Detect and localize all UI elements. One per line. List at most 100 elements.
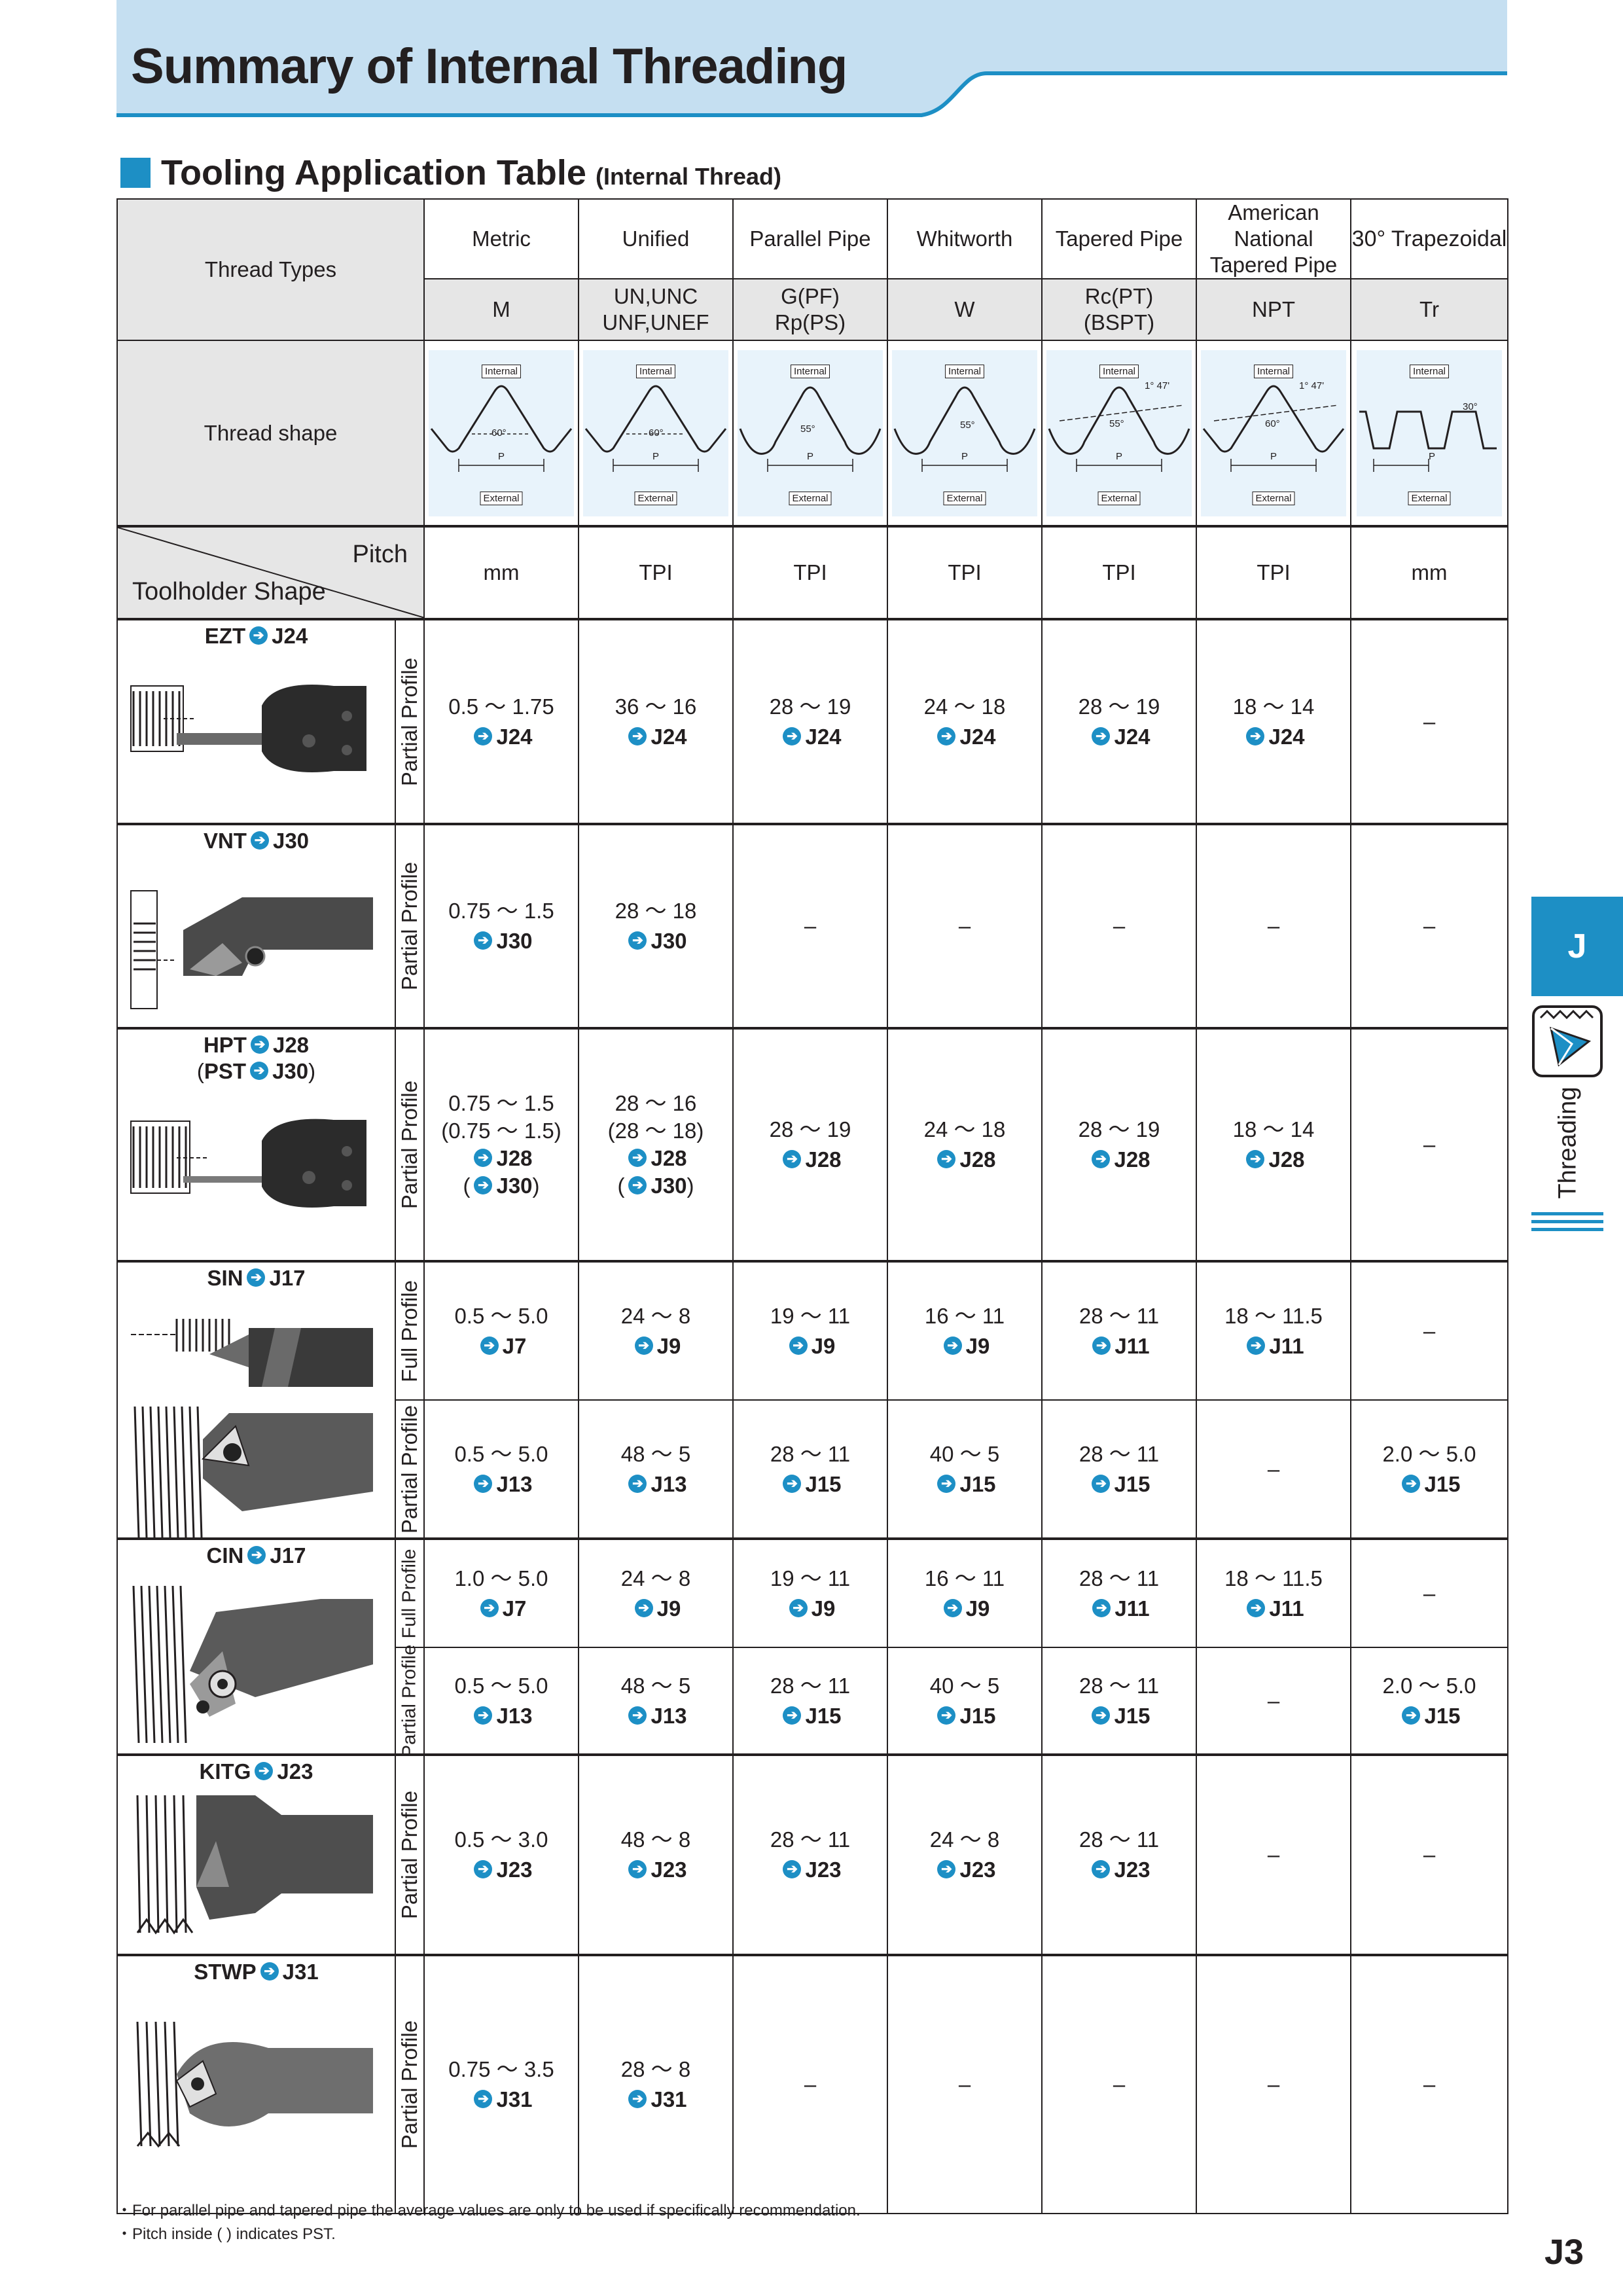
table-cell: 0.5 ～ 5.0➔J13 xyxy=(423,1647,579,1755)
arrow-right-icon: ➔ xyxy=(634,1598,653,1617)
arrow-right-icon: ➔ xyxy=(1092,1336,1111,1355)
table-cell: 28 ～ 19➔J28 xyxy=(732,1027,888,1262)
unit-unified: TPI xyxy=(578,525,734,620)
page-ref: ➔J11 xyxy=(1043,1594,1196,1624)
arrow-right-icon: ➔ xyxy=(1092,1860,1111,1879)
table-cell: 36 ～ 16➔J24 xyxy=(578,618,734,825)
arrow-right-icon: ➔ xyxy=(628,931,647,950)
toolholder-label: Toolholder Shape xyxy=(132,578,326,605)
table-cell: 28 ～ 11 ➔J11 xyxy=(1041,1537,1197,1648)
tool-name: STWP xyxy=(194,1960,257,1984)
table-cell: 28 ～ 8➔J31 xyxy=(578,1954,734,2214)
pitch-range: 28 ～ 11 xyxy=(1079,1566,1160,1590)
arrow-right-icon: ➔ xyxy=(480,1336,499,1355)
page-ref: ➔J24 xyxy=(1197,722,1350,752)
page-ref: ➔J23 xyxy=(1043,1855,1196,1885)
ref-text: J23 xyxy=(496,1857,533,1882)
ref-text: J13 xyxy=(651,1471,687,1496)
table-cell: 0.5 ～ 5.0➔J13 xyxy=(423,1399,579,1539)
table-cell: 28 ～ 11➔J23 xyxy=(732,1753,888,1956)
pitch-range: 28 ～ 11 xyxy=(770,1673,851,1698)
ref-text: J31 xyxy=(496,2087,533,2111)
toolholder-image xyxy=(136,2021,373,2148)
tool-name: CIN xyxy=(206,1543,244,1568)
table-cell: 28 ～ 19➔J24 xyxy=(732,618,888,825)
page-ref: ➔J7 xyxy=(425,1331,578,1361)
col-name-whitworth: Whitworth xyxy=(887,198,1043,279)
thread-angle: 60° xyxy=(649,427,664,439)
table-cell-empty: – xyxy=(1350,1027,1508,1262)
tool-name: HPT xyxy=(203,1033,247,1057)
profile-label: Partial Profile xyxy=(395,1954,425,2214)
col-name-american-national-line1: American National xyxy=(1228,200,1319,251)
page-ref: ➔J28 xyxy=(579,1145,732,1172)
tool-name: SIN xyxy=(207,1266,243,1290)
table-cell: 28 ～ 11➔J15 xyxy=(732,1399,888,1539)
pitch-range: 48 ～ 5 xyxy=(620,1441,691,1466)
table-cell: 28 ～ 18➔J30 xyxy=(578,823,734,1029)
table-cell: 28 ～ 19➔J28 xyxy=(1041,1027,1197,1262)
page-ref: ➔J24 xyxy=(888,722,1041,752)
profile-label: Full Profile xyxy=(395,1260,425,1401)
side-rule xyxy=(1531,1220,1603,1223)
arrow-right-icon: ➔ xyxy=(783,1706,802,1725)
pitch-range: 0.75 ～ 3.5 xyxy=(448,2057,554,2081)
table-cell: 18 ～ 11.5➔J11 xyxy=(1196,1260,1351,1401)
toolholder-image xyxy=(130,1119,366,1208)
page-ref: ➔J13 xyxy=(579,1469,732,1499)
tool-ref: J28 xyxy=(272,1033,310,1057)
pitch-range: 0.5 ～ 1.75 xyxy=(448,694,554,719)
pitch-range: 18 ～ 14 xyxy=(1232,1117,1315,1141)
ref-text: J24 xyxy=(496,724,533,749)
ref-text: J11 xyxy=(1269,1596,1304,1621)
arrow-right-icon: ➔ xyxy=(1246,1150,1265,1169)
page-ref-alt: (➔J30) xyxy=(463,1174,540,1198)
ref-text: J9 xyxy=(656,1333,681,1358)
arrow-right-icon: ➔ xyxy=(247,1268,266,1287)
ref-text: J31 xyxy=(651,2087,687,2111)
page-ref: ➔J23 xyxy=(425,1855,578,1885)
arrow-right-icon: ➔ xyxy=(634,1336,653,1355)
tool-alt-ref: J30 xyxy=(272,1059,309,1083)
table-cell-empty: – xyxy=(887,1954,1043,2214)
section-subtitle: (Internal Thread) xyxy=(595,163,781,190)
table-cell: 16 ～ 11➔J9 xyxy=(887,1260,1043,1401)
tool-alt-name: PST xyxy=(204,1059,247,1083)
ref-text: J28 xyxy=(496,1146,533,1170)
toolholder-image xyxy=(136,1795,373,1935)
arrow-right-icon: ➔ xyxy=(783,1150,802,1169)
ref-text: J24 xyxy=(1268,724,1305,749)
arrow-right-icon: ➔ xyxy=(1246,726,1265,745)
pitch-range: 0.5 ～ 5.0 xyxy=(454,1441,548,1466)
tool-ref: J24 xyxy=(272,624,308,648)
arrow-right-icon: ➔ xyxy=(783,1860,802,1879)
arrow-right-icon: ➔ xyxy=(1402,1474,1421,1493)
table-row: CIN➔J17 Full Profile 1.0 ～ 5.0➔J7 24 ～ 8… xyxy=(116,1537,1508,1755)
ref-text: J13 xyxy=(496,1471,533,1496)
ref-text: J30 xyxy=(496,1174,533,1198)
taper-angle: 1° 47' xyxy=(1299,380,1325,391)
col-name-american-national-line2: Tapered Pipe xyxy=(1209,253,1338,277)
table-cell: 0.5 ～ 5.0➔J7 xyxy=(423,1260,579,1401)
table-cell-empty: – xyxy=(1350,823,1508,1029)
page-ref: ➔J13 xyxy=(425,1701,578,1731)
tooling-application-table: Thread Types Metric Unified Parallel Pip… xyxy=(116,198,1508,2214)
side-tab-j[interactable]: J xyxy=(1531,897,1623,996)
unit-trapezoidal: mm xyxy=(1350,525,1508,620)
pitch-range: 1.0 ～ 5.0 xyxy=(454,1566,548,1590)
ref-text: J11 xyxy=(1115,1596,1150,1621)
col-symbol-parallel-pipe-1: G(PF) xyxy=(781,284,840,308)
tool-title: CIN➔J17 xyxy=(118,1543,395,1569)
arrow-right-icon: ➔ xyxy=(783,726,802,745)
page-ref: ➔J28 xyxy=(734,1145,887,1175)
page-ref: ➔J9 xyxy=(579,1331,732,1361)
ref-text: J13 xyxy=(651,1703,687,1728)
ref-text: J28 xyxy=(1268,1147,1305,1172)
table-cell: 18 ～ 11.5➔J11 xyxy=(1196,1537,1351,1648)
ref-text: J24 xyxy=(805,724,842,749)
thread-profile-diagram: Internal 60° P External xyxy=(429,350,574,516)
pitch-range-alt: (28 ～ 18) xyxy=(607,1119,704,1143)
side-rule xyxy=(1531,1228,1603,1231)
table-cell: 24 ～ 8➔J9 xyxy=(578,1260,734,1401)
ref-text: J23 xyxy=(959,1857,996,1882)
